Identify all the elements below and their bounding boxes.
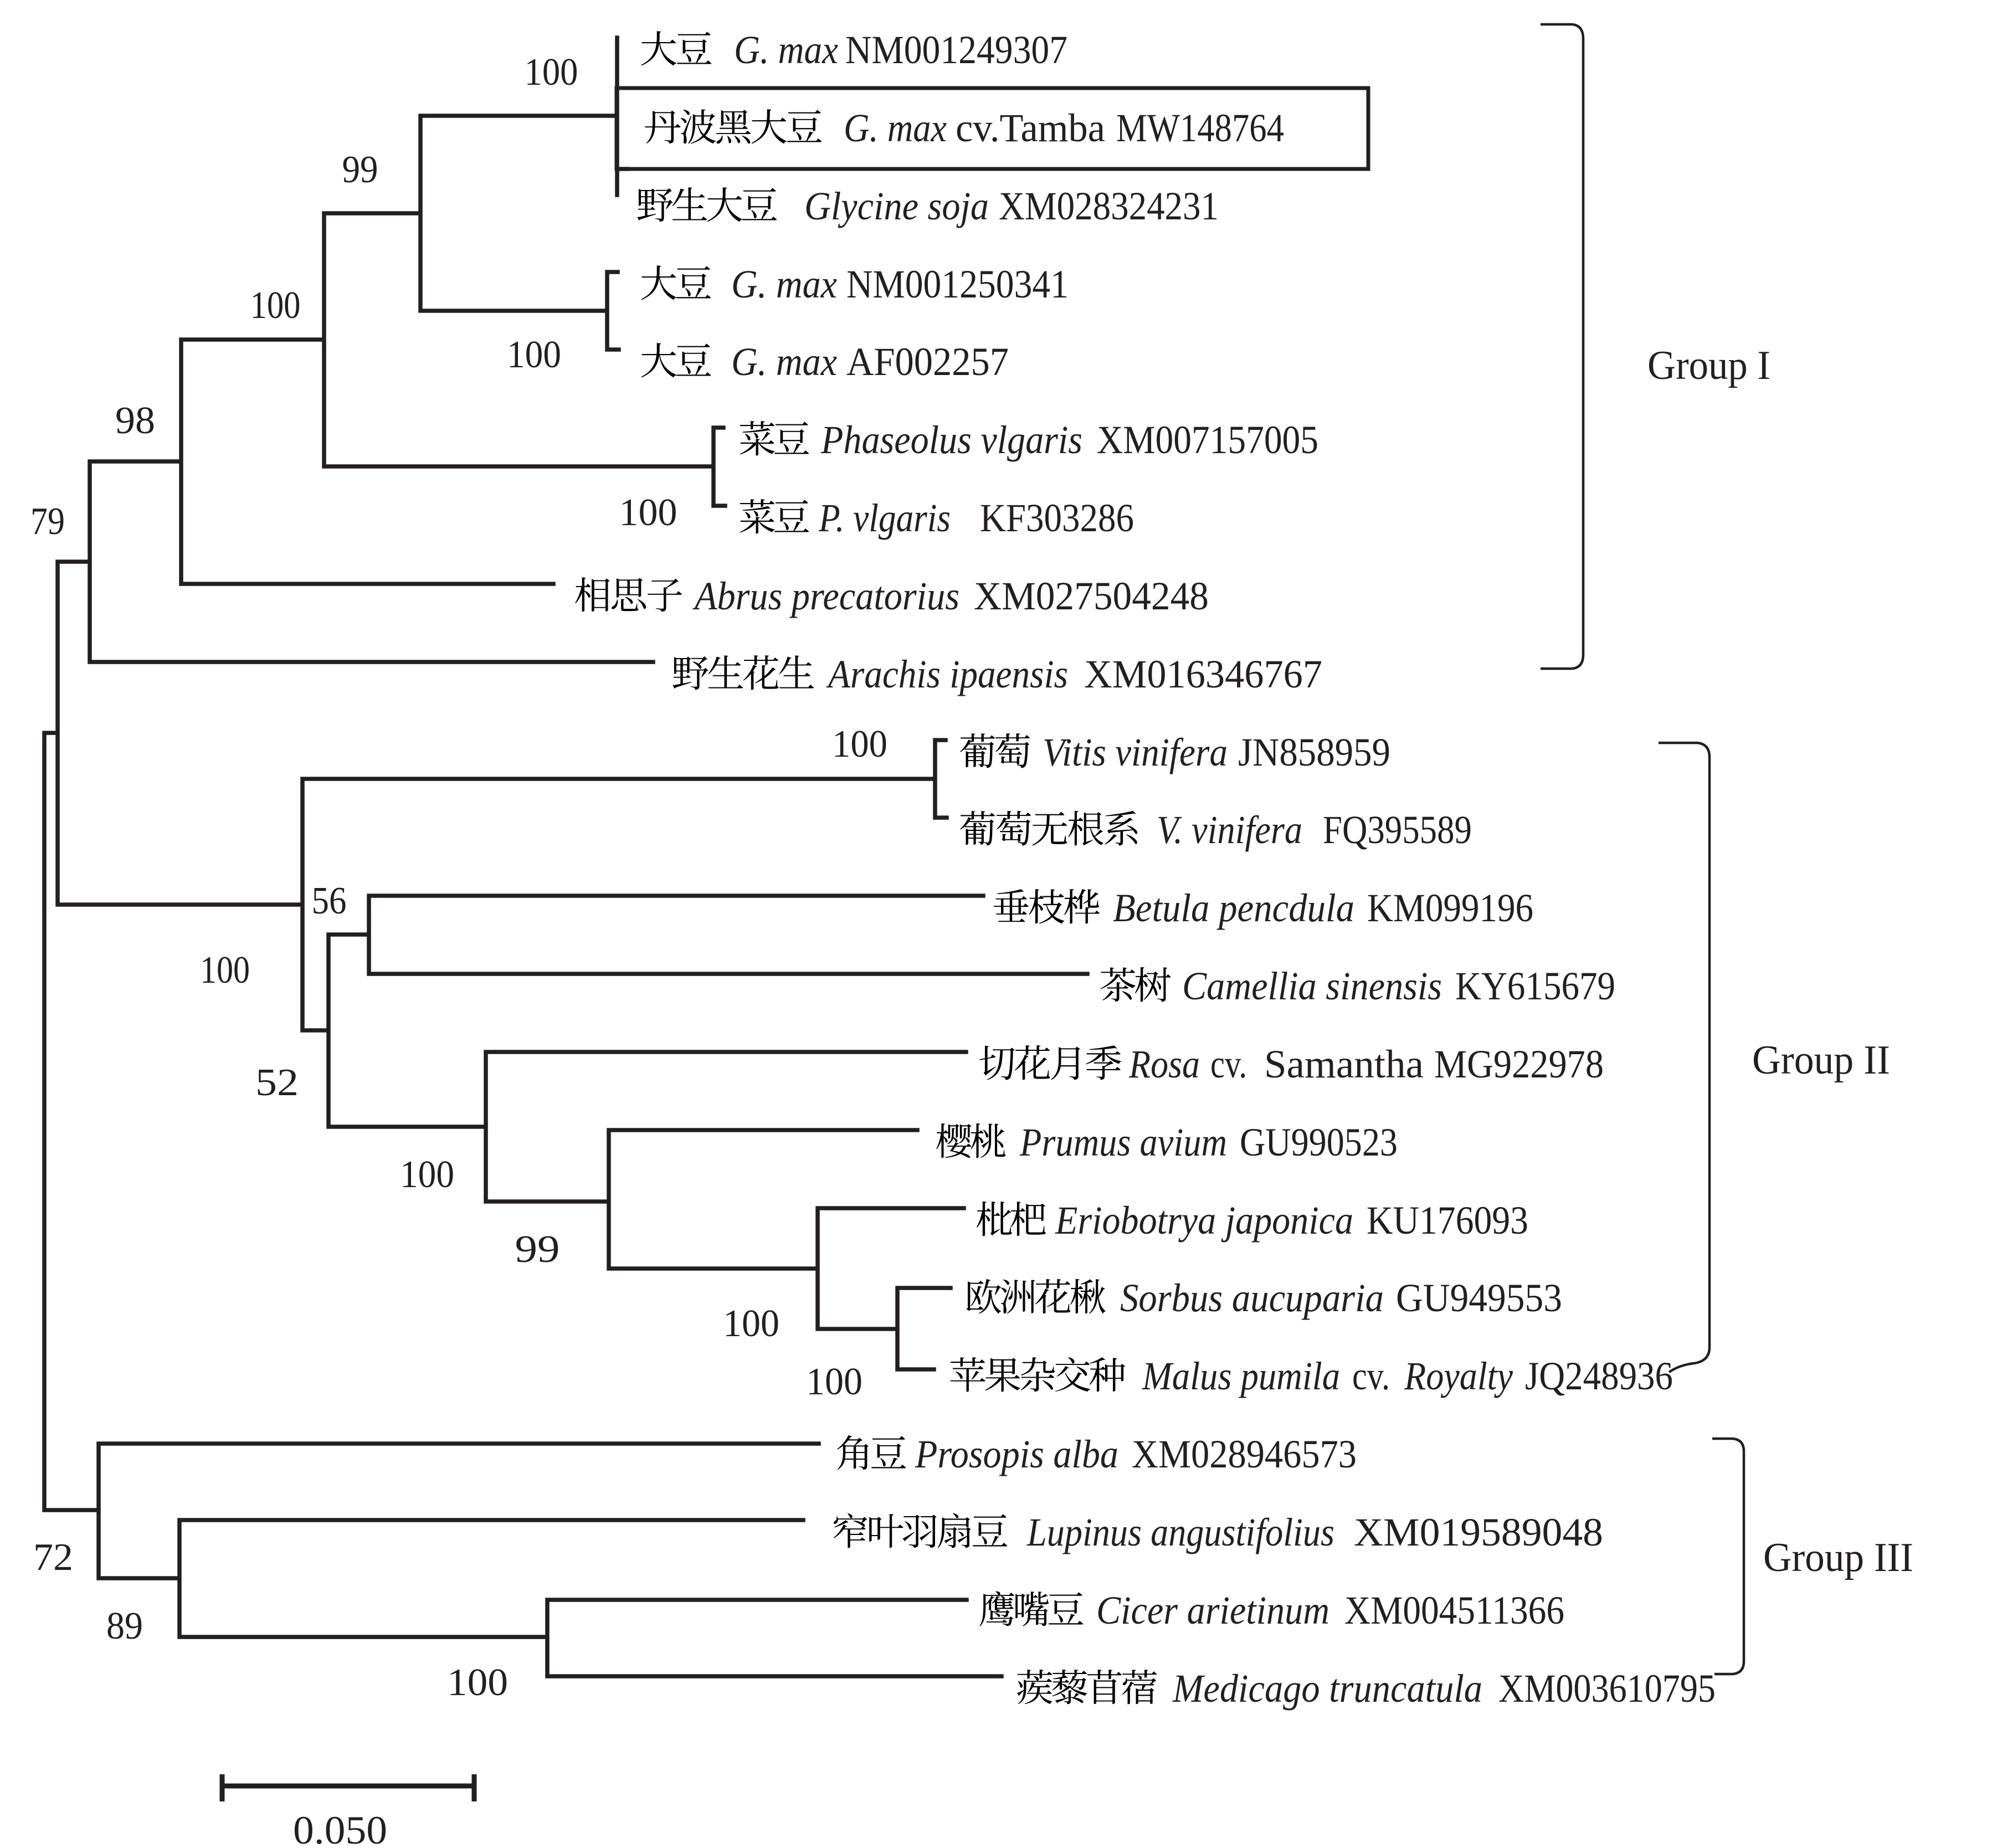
svg-text:Group III: Group III	[1763, 1535, 1913, 1580]
svg-text:cv.: cv.	[1352, 1354, 1390, 1398]
svg-text:Glycine soja: Glycine soja	[804, 184, 989, 228]
svg-text:Samantha: Samantha	[1264, 1042, 1424, 1086]
svg-text:GU949553: GU949553	[1396, 1276, 1562, 1320]
svg-text:P. vlgaris: P. vlgaris	[818, 496, 951, 540]
svg-text:JN858959: JN858959	[1238, 730, 1390, 774]
svg-text:JQ248936: JQ248936	[1525, 1354, 1673, 1398]
svg-text:FQ395589: FQ395589	[1323, 808, 1472, 852]
svg-text:MW148764: MW148764	[1116, 106, 1284, 150]
svg-text:Cicer arietinum: Cicer arietinum	[1096, 1588, 1329, 1633]
svg-text:Arachis ipaensis: Arachis ipaensis	[826, 652, 1068, 696]
svg-text:MG922978: MG922978	[1434, 1042, 1604, 1086]
svg-text:GU990523: GU990523	[1240, 1120, 1398, 1164]
svg-text:Camellia sinensis: Camellia sinensis	[1182, 964, 1442, 1008]
svg-text:Rosa: Rosa	[1128, 1042, 1200, 1086]
svg-text:G. max: G. max	[734, 28, 838, 72]
svg-text:Abrus precatorius: Abrus precatorius	[692, 574, 959, 618]
svg-text:cv.Tamba: cv.Tamba	[956, 106, 1105, 150]
svg-text:100: 100	[525, 51, 578, 94]
svg-text:100: 100	[447, 1661, 508, 1704]
svg-text:100: 100	[619, 491, 677, 534]
svg-text:100: 100	[832, 723, 887, 766]
svg-text:79: 79	[30, 500, 65, 543]
svg-text:Medicago truncatula: Medicago truncatula	[1172, 1666, 1482, 1711]
svg-text:KU176093: KU176093	[1367, 1198, 1528, 1243]
svg-text:Malus pumila: Malus pumila	[1142, 1354, 1340, 1398]
svg-text:89: 89	[106, 1605, 143, 1647]
svg-text:XM028324231: XM028324231	[999, 184, 1219, 228]
svg-text:100: 100	[200, 949, 250, 992]
svg-text:Vitis vinifera: Vitis vinifera	[1043, 730, 1228, 774]
svg-text:XM003610795: XM003610795	[1498, 1666, 1716, 1711]
svg-text:XM019589048: XM019589048	[1354, 1510, 1603, 1554]
svg-text:NM001250341: NM001250341	[846, 262, 1069, 306]
svg-text:Eriobotrya japonica: Eriobotrya japonica	[1055, 1198, 1353, 1243]
svg-text:XM028946573: XM028946573	[1132, 1432, 1357, 1476]
svg-text:Royalty: Royalty	[1404, 1354, 1513, 1398]
svg-text:Betula pencdula: Betula pencdula	[1113, 886, 1354, 930]
svg-text:100: 100	[806, 1361, 863, 1403]
svg-text:72: 72	[33, 1536, 73, 1579]
svg-text:G. max: G. max	[731, 262, 837, 306]
svg-text:cv.: cv.	[1210, 1042, 1247, 1086]
svg-text:100: 100	[507, 333, 561, 376]
svg-text:G. max: G. max	[731, 340, 837, 384]
svg-text:KF303286: KF303286	[980, 496, 1134, 540]
svg-text:99: 99	[515, 1228, 560, 1271]
svg-text:V. vinifera: V. vinifera	[1157, 808, 1302, 852]
svg-text:XM004511366: XM004511366	[1344, 1588, 1564, 1633]
svg-text:Group I: Group I	[1647, 343, 1770, 388]
svg-text:XM007157005: XM007157005	[1097, 418, 1318, 462]
svg-text:Phaseolus vlgaris: Phaseolus vlgaris	[820, 418, 1082, 462]
svg-text:98: 98	[115, 399, 155, 442]
svg-text:Sorbus aucuparia: Sorbus aucuparia	[1120, 1276, 1384, 1320]
svg-text:XM016346767: XM016346767	[1084, 652, 1322, 696]
svg-text:Prosopis alba: Prosopis alba	[915, 1432, 1118, 1476]
svg-text:0.050: 0.050	[293, 1808, 387, 1848]
svg-text:56: 56	[312, 880, 347, 922]
svg-text:Prumus avium: Prumus avium	[1019, 1120, 1227, 1164]
svg-text:Group II: Group II	[1752, 1038, 1890, 1083]
svg-text:XM027504248: XM027504248	[974, 574, 1209, 618]
svg-text:G. max: G. max	[844, 106, 947, 150]
svg-text:AF002257: AF002257	[846, 340, 1009, 384]
svg-text:100: 100	[400, 1153, 454, 1196]
svg-text:99: 99	[342, 148, 378, 191]
svg-text:52: 52	[255, 1061, 299, 1104]
svg-text:KM099196: KM099196	[1367, 886, 1533, 930]
svg-text:100: 100	[250, 284, 301, 327]
svg-text:NM001249307: NM001249307	[845, 28, 1067, 72]
svg-text:Lupinus angustifolius: Lupinus angustifolius	[1026, 1510, 1334, 1554]
svg-text:100: 100	[723, 1302, 779, 1345]
svg-text:KY615679: KY615679	[1455, 964, 1615, 1008]
